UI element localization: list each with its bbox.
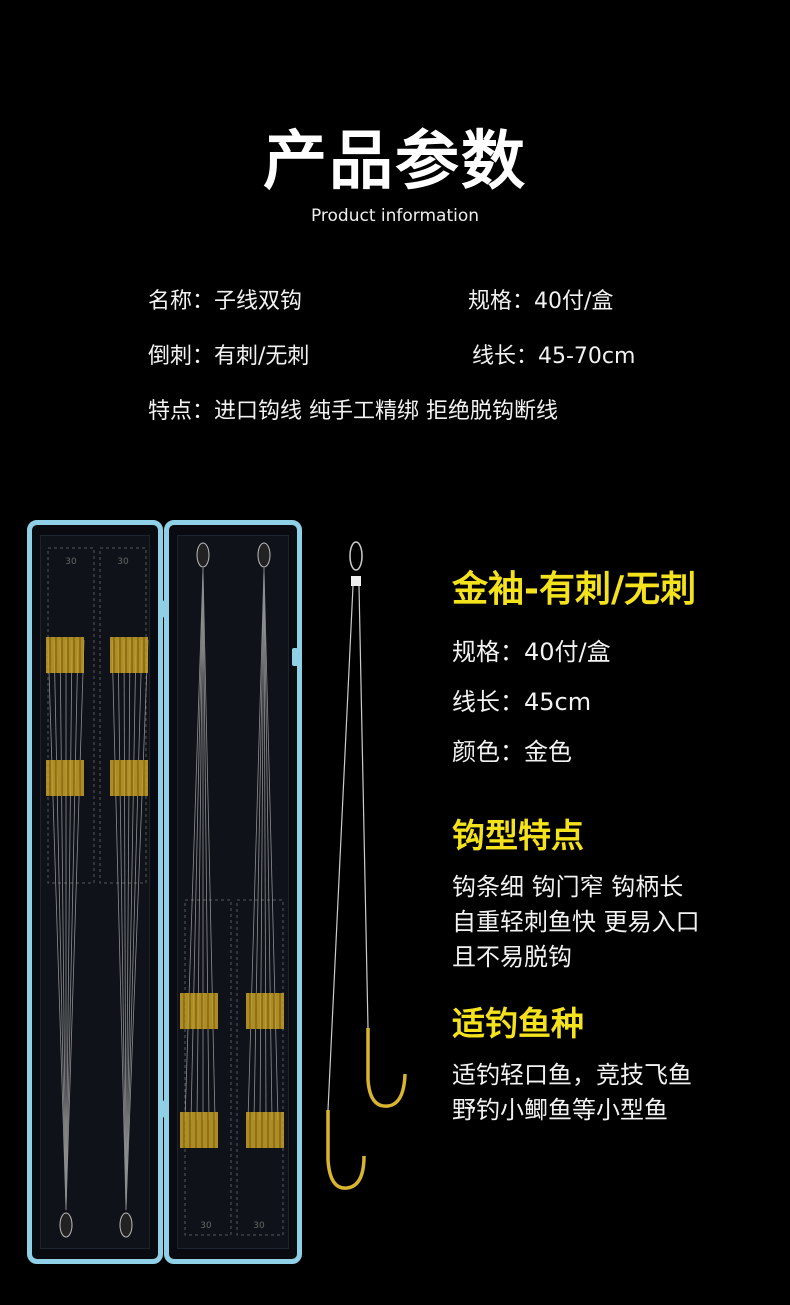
- box-label-2: 30: [117, 557, 129, 567]
- fish-species-title: 适钓鱼种: [452, 1004, 584, 1043]
- spec-feature: 特点：进口钩线 纯手工精绑 拒绝脱钩断线: [148, 399, 558, 424]
- page-subtitle: Product information: [310, 206, 480, 226]
- fish-line-2: 野钓小鲫鱼等小型鱼: [452, 1096, 668, 1124]
- hook-feature-line-1: 钩条细 钩门窄 钩柄长: [452, 873, 684, 901]
- box-label-1: 30: [65, 557, 77, 567]
- spec-barb: 倒刺：有刺/无刺: [148, 344, 310, 369]
- product-headline: 金袖-有刺/无刺: [452, 569, 697, 610]
- fish-line-1: 适钓轻口鱼，竞技飞鱼: [452, 1061, 692, 1089]
- box-label-3: 30: [200, 1221, 212, 1231]
- hook-features-title: 钩型特点: [452, 816, 584, 855]
- spec-quantity: 规格：40付/盒: [468, 289, 614, 314]
- box-label-4: 30: [253, 1221, 265, 1231]
- hook-feature-line-2: 自重轻刺鱼快 更易入口: [452, 908, 700, 936]
- spec-length: 线长：45-70cm: [472, 344, 636, 369]
- spec-name: 名称：子线双钩: [148, 289, 303, 314]
- product-spec: 规格：40付/盒: [452, 638, 611, 666]
- page-title: 产品参数: [263, 125, 527, 199]
- hook-feature-line-3: 且不易脱钩: [452, 943, 572, 971]
- product-color: 颜色：金色: [452, 738, 572, 766]
- product-length: 线长：45cm: [452, 688, 592, 716]
- double-hook-rig: [326, 541, 407, 1190]
